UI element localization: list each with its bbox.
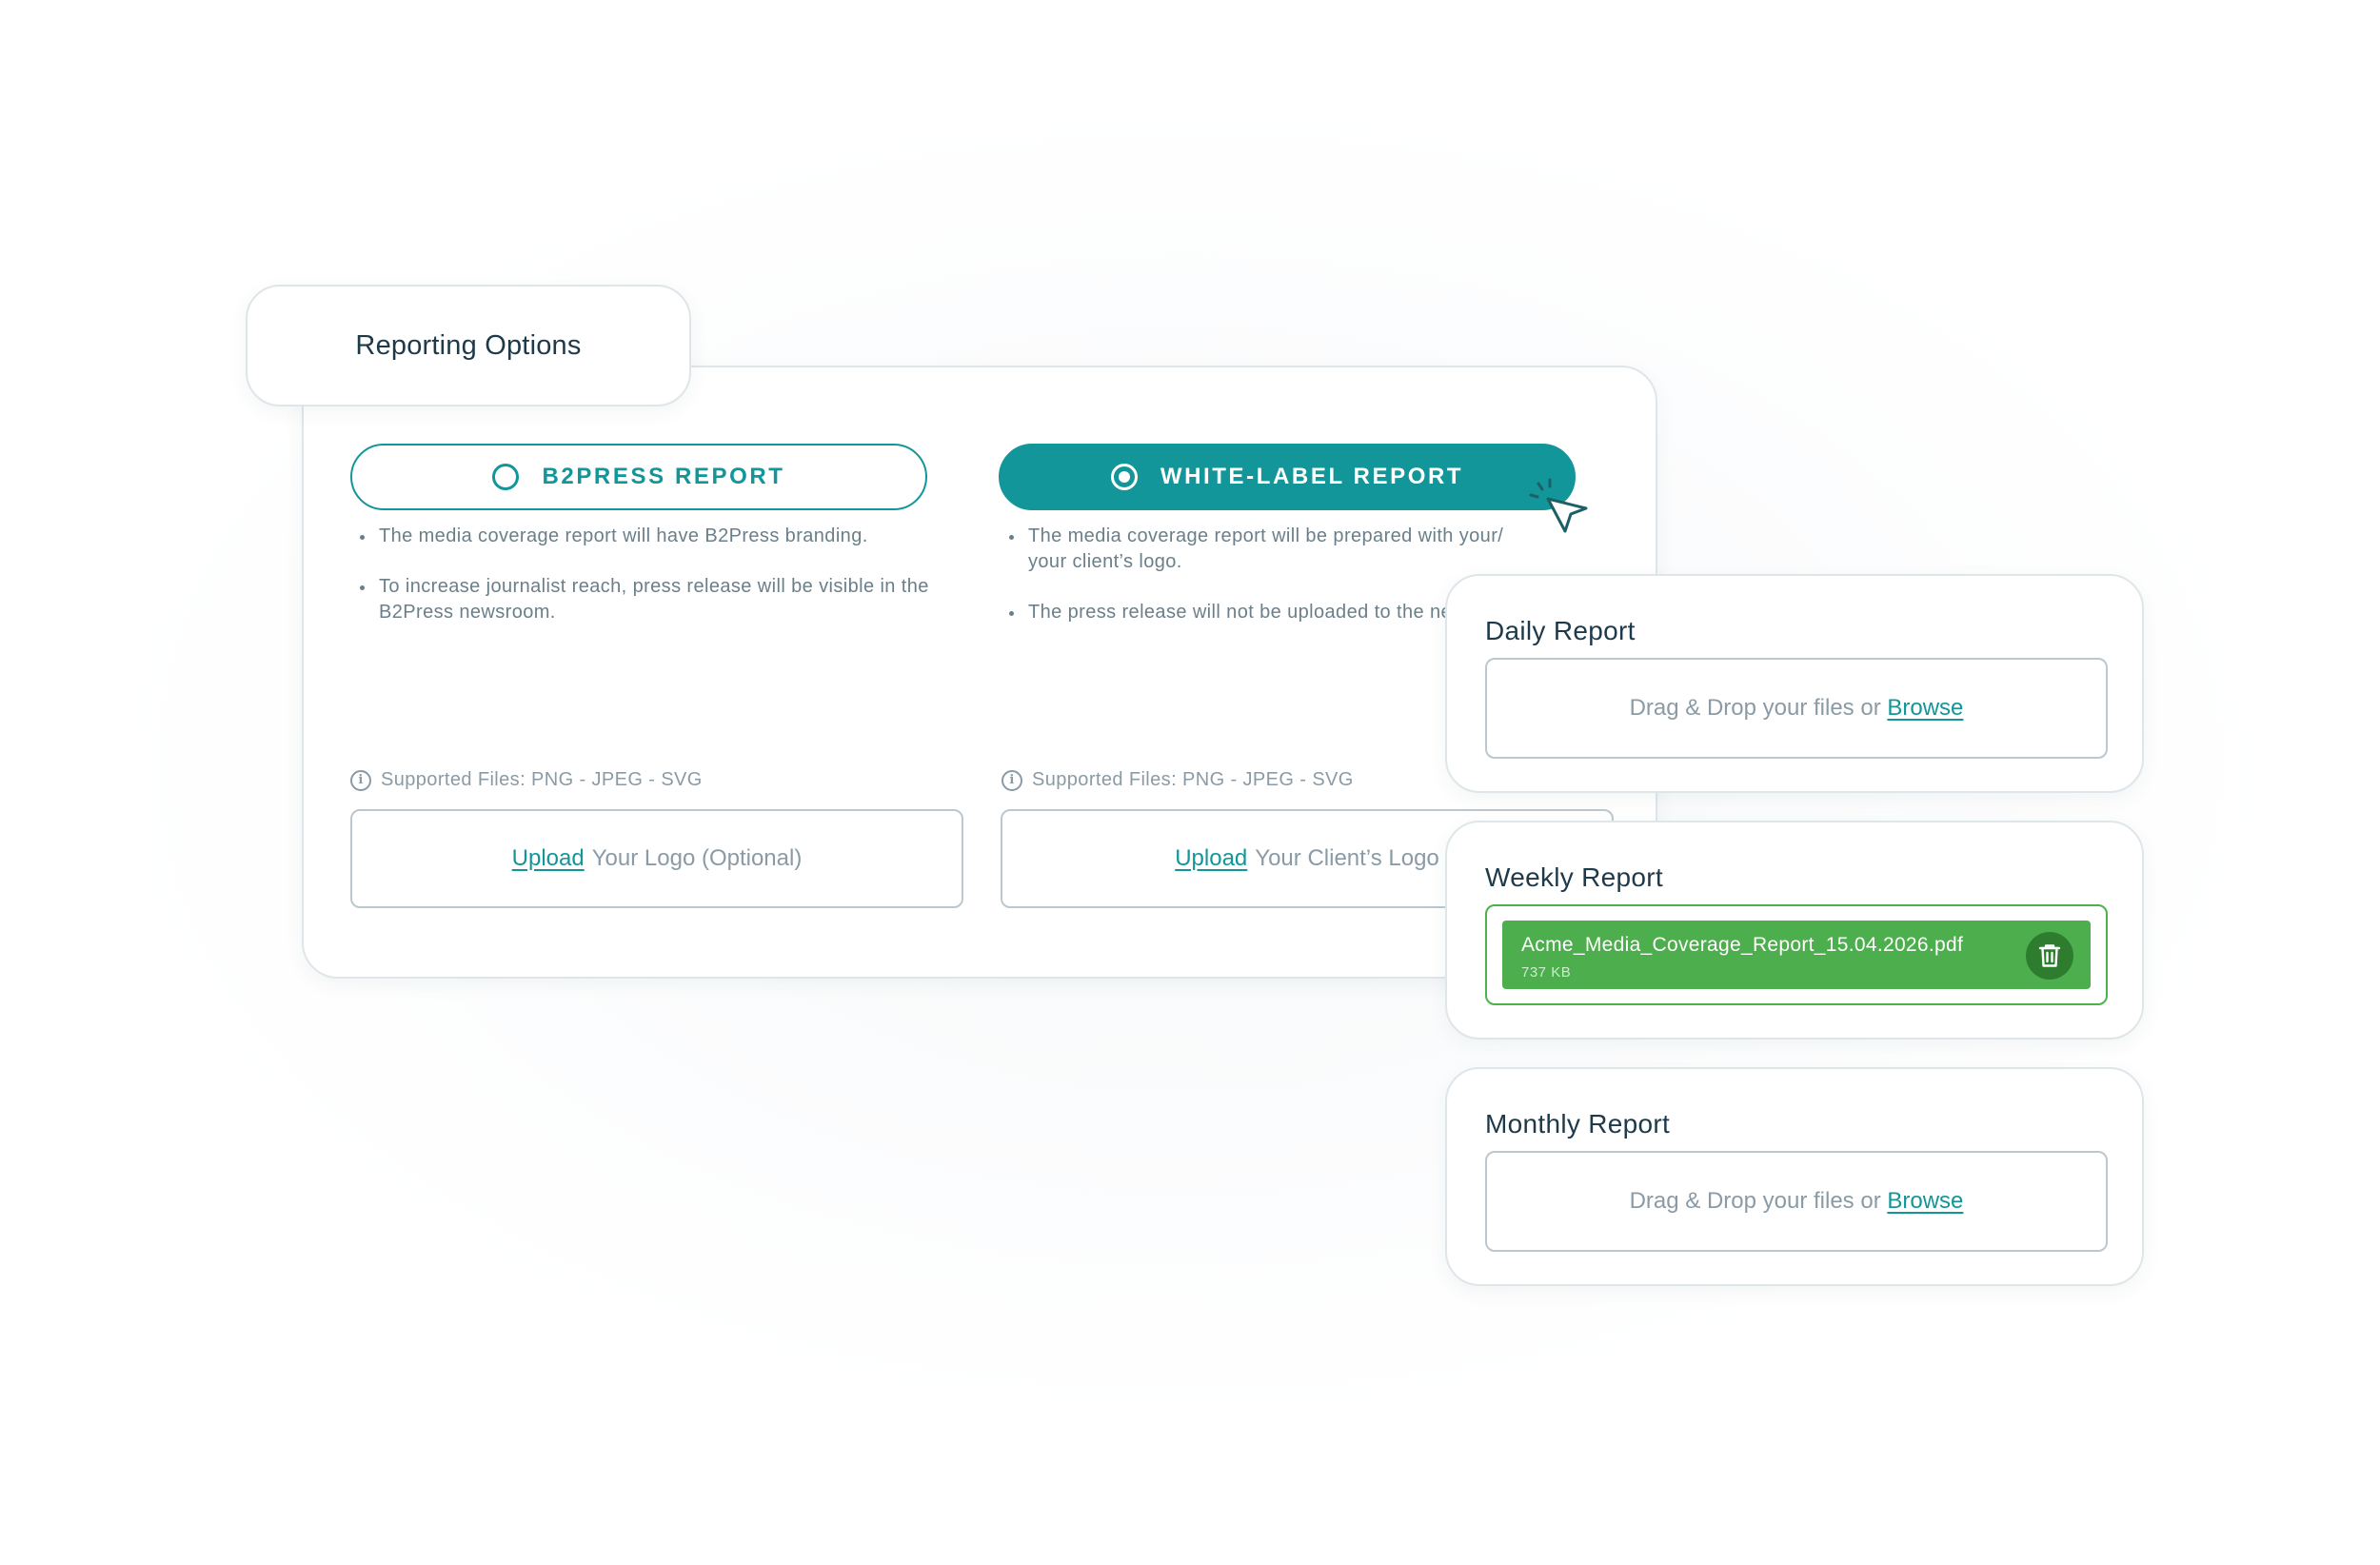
supported-files-text: Supported Files: PNG - JPEG - SVG — [381, 769, 703, 790]
monthly-report-card: Monthly Report Drag & Drop your files or… — [1445, 1067, 2144, 1286]
daily-browse-link[interactable]: Browse — [1887, 695, 1964, 721]
weekly-report-dropzone[interactable]: Acme_Media_Coverage_Report_15.04.2026.pd… — [1485, 904, 2108, 1005]
daily-report-card: Daily Report Drag & Drop your files or B… — [1445, 574, 2144, 793]
list-item: The media coverage report will have B2Pr… — [352, 524, 942, 549]
white-label-supported-files: i Supported Files: PNG - JPEG - SVG — [1002, 769, 1354, 791]
upload-client-logo-text: Your Client’s Logo — [1255, 845, 1439, 871]
upload-client-logo-link[interactable]: Upload — [1175, 845, 1248, 871]
uploaded-file-name: Acme_Media_Coverage_Report_15.04.2026.pd… — [1521, 934, 1964, 956]
trash-icon — [2038, 944, 2061, 967]
upload-logo-text: Your Logo (Optional) — [591, 845, 803, 871]
list-item: The press release will not be uploaded t… — [1002, 600, 1535, 625]
monthly-report-dropzone[interactable]: Drag & Drop your files or Browse — [1485, 1151, 2108, 1252]
white-label-report-label: WHITE-LABEL REPORT — [1160, 464, 1464, 489]
upload-logo-link[interactable]: Upload — [511, 845, 585, 871]
pointer-cursor-icon — [1529, 478, 1588, 533]
b2press-supported-files: i Supported Files: PNG - JPEG - SVG — [350, 769, 703, 791]
weekly-report-title: Weekly Report — [1485, 862, 1664, 892]
info-icon: i — [1002, 769, 1022, 791]
info-icon: i — [350, 769, 371, 791]
delete-file-button[interactable] — [2026, 932, 2073, 980]
supported-files-text: Supported Files: PNG - JPEG - SVG — [1032, 769, 1354, 790]
uploaded-file-size: 737 KB — [1521, 964, 1572, 981]
radio-unselected-icon — [492, 464, 520, 490]
reporting-options-title: Reporting Options — [246, 285, 691, 406]
white-label-report-option[interactable]: WHITE-LABEL REPORT — [999, 444, 1576, 510]
monthly-browse-link[interactable]: Browse — [1887, 1188, 1964, 1214]
b2press-description-list: The media coverage report will have B2Pr… — [352, 524, 942, 650]
b2press-report-option[interactable]: B2PRESS REPORT — [350, 444, 927, 510]
b2press-report-label: B2PRESS REPORT — [542, 464, 785, 489]
list-item: The media coverage report will be prepar… — [1002, 524, 1535, 575]
drop-text: Drag & Drop your files or — [1629, 695, 1881, 721]
daily-report-title: Daily Report — [1485, 616, 1636, 645]
list-item: To increase journalist reach, press rele… — [352, 574, 942, 625]
daily-report-dropzone[interactable]: Drag & Drop your files or Browse — [1485, 658, 2108, 759]
drop-text: Drag & Drop your files or — [1629, 1188, 1881, 1214]
white-label-description-list: The media coverage report will be prepar… — [1002, 524, 1535, 650]
radio-selected-icon — [1110, 464, 1138, 490]
upload-logo-dropzone[interactable]: Upload Your Logo (Optional) — [350, 809, 963, 908]
weekly-report-card: Weekly Report Acme_Media_Coverage_Report… — [1445, 821, 2144, 1040]
uploaded-file-chip: Acme_Media_Coverage_Report_15.04.2026.pd… — [1502, 921, 2091, 989]
monthly-report-title: Monthly Report — [1485, 1109, 1671, 1139]
reporting-options-title-text: Reporting Options — [355, 329, 582, 361]
